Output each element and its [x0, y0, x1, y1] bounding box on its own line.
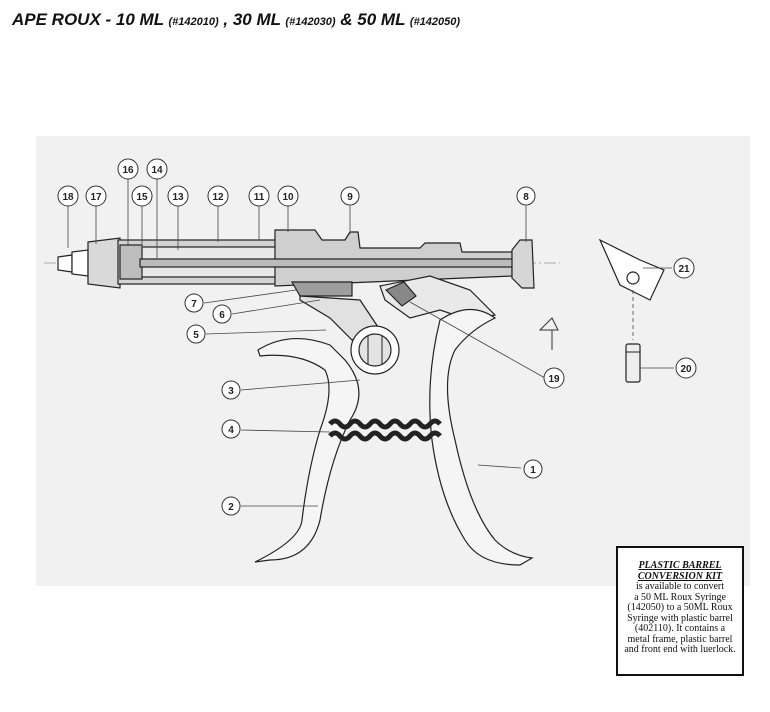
valve-plate-part — [598, 238, 665, 301]
title-code-2: (#142030) — [285, 16, 336, 28]
trigger-handle-part — [429, 308, 534, 566]
svg-text:8: 8 — [523, 192, 529, 203]
kit-line: is available to convert — [635, 581, 725, 592]
callout-19: 19 — [543, 367, 565, 389]
page-title: APE ROUX - 10 ML (#142010) , 30 ML (#142… — [12, 10, 460, 30]
svg-text:21: 21 — [678, 264, 690, 275]
svg-text:18: 18 — [62, 192, 74, 203]
title-part-3: & 50 ML — [335, 10, 410, 29]
valve-pin-part — [625, 343, 641, 383]
callout-13: 13 — [167, 185, 189, 207]
front-cap-part — [87, 237, 121, 289]
svg-text:2: 2 — [228, 502, 234, 513]
callout-3: 3 — [221, 380, 241, 400]
pawl-part — [384, 281, 417, 307]
callout-8: 8 — [516, 186, 536, 206]
callout-7: 7 — [184, 293, 204, 313]
pivot-pin-part — [358, 333, 392, 367]
svg-text:7: 7 — [191, 299, 197, 310]
kit-line: Syringe with plastic barrel — [627, 612, 733, 624]
title-part-1: APE ROUX - 10 ML — [12, 10, 169, 29]
syringe-drawing — [44, 229, 665, 566]
svg-text:19: 19 — [548, 374, 560, 385]
svg-text:14: 14 — [151, 165, 163, 176]
valve-arrow-icon — [538, 317, 559, 331]
svg-text:20: 20 — [680, 364, 692, 375]
kit-description: is available to convert a 50 ML Roux Syr… — [622, 581, 738, 656]
svg-text:3: 3 — [228, 386, 234, 397]
frame-body-part — [274, 229, 513, 287]
callout-9: 9 — [340, 186, 360, 206]
callout-5: 5 — [186, 324, 206, 344]
callout-16: 16 — [117, 158, 139, 180]
svg-text:9: 9 — [347, 192, 353, 203]
fixed-handle-part — [254, 337, 360, 563]
frame-neck-part — [299, 295, 381, 341]
piston-seal-part — [119, 244, 143, 280]
kit-line: metal frame, plastic barrel — [627, 633, 733, 645]
title-code-3: (#142050) — [409, 16, 461, 28]
callout-20: 20 — [675, 357, 697, 379]
svg-text:16: 16 — [122, 165, 134, 176]
callout-10: 10 — [277, 185, 299, 207]
plunger-knob-part — [511, 239, 535, 289]
leader-lines — [67, 178, 674, 507]
svg-text:6: 6 — [219, 310, 225, 321]
callout-17: 17 — [85, 185, 107, 207]
callout-2: 2 — [221, 496, 241, 516]
kit-line: a 50 ML Roux Syringe — [634, 591, 726, 603]
conversion-kit-notice: PLASTIC BARREL CONVERSION KIT is availab… — [616, 546, 744, 676]
callout-1: 1 — [523, 459, 543, 479]
title-part-2: , 30 ML — [218, 10, 286, 29]
kit-line: and front end with luerlock. — [624, 644, 736, 655]
luer-tip-part — [57, 254, 73, 273]
svg-text:1: 1 — [530, 465, 536, 476]
callout-15: 15 — [131, 185, 153, 207]
return-spring-part — [328, 418, 442, 442]
svg-text:13: 13 — [172, 192, 184, 203]
ratchet-housing-part — [290, 281, 353, 297]
callout-21: 21 — [673, 257, 695, 279]
svg-text:12: 12 — [212, 192, 224, 203]
callout-18: 18 — [57, 185, 79, 207]
svg-text:10: 10 — [282, 192, 294, 203]
callout-11: 11 — [248, 185, 270, 207]
svg-text:17: 17 — [90, 192, 102, 203]
title-code-1: (#142010) — [168, 16, 219, 28]
kit-line: (142050) to a 50ML Roux — [627, 602, 733, 613]
kit-line: (402110). It contains a — [634, 623, 726, 634]
nozzle-part — [71, 249, 89, 277]
callout-12: 12 — [207, 185, 229, 207]
svg-text:15: 15 — [136, 192, 148, 203]
svg-text:11: 11 — [254, 192, 265, 203]
svg-text:5: 5 — [193, 330, 199, 341]
plunger-rod-part — [139, 258, 517, 268]
kit-title-line-2: CONVERSION KIT — [637, 571, 723, 582]
svg-text:4: 4 — [228, 425, 234, 436]
kit-title-line-1: PLASTIC BARREL — [638, 560, 722, 571]
callout-4: 4 — [221, 419, 241, 439]
callout-14: 14 — [146, 158, 168, 180]
callout-6: 6 — [212, 304, 232, 324]
